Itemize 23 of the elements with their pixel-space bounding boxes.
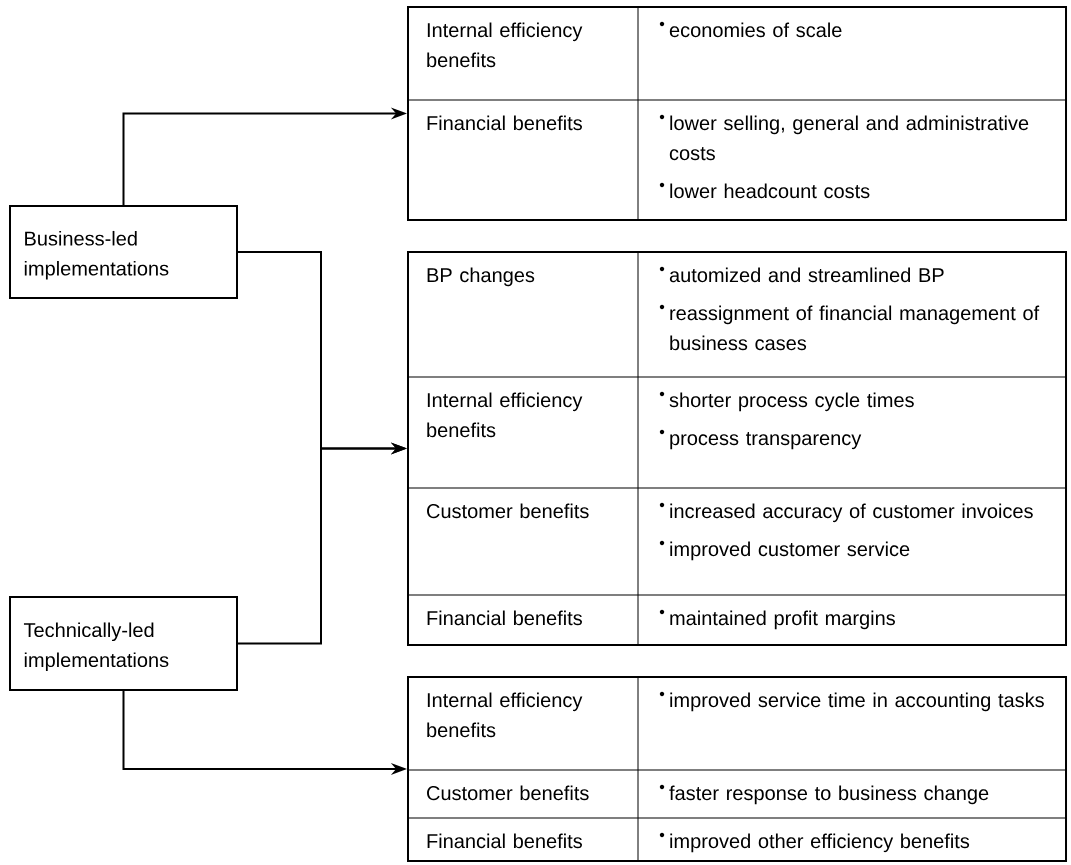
list-item: increased accuracy of customer invoices [659,502,1033,523]
implementation-box: Technically-led implementations [9,596,238,691]
list-item: economies of scale [659,21,842,38]
list-item: automized and streamlined BP [659,266,944,283]
row-heading: Customer benefits [427,785,589,801]
list-item: improved other efficiency benefits [659,832,970,853]
row-heading: Internal efficiency benefits [427,692,583,738]
list-item: shorter process cycle times [659,391,914,412]
row-heading: Internal efficiency benefits [427,22,583,68]
list-item: improved customer service [659,540,910,561]
list-item: process transparency [659,429,862,450]
row-heading: Financial benefits [427,610,582,626]
row-heading: Financial benefits [427,115,582,131]
row-heading: BP changes [427,267,535,287]
list-item: lower headcount costs [659,182,870,199]
list-item: reassignment of financial management of business cases [659,304,1040,351]
row-heading: Customer benefits [427,503,589,519]
list-item: improved service time in accounting tasks [659,691,1044,712]
list-item: faster response to business change [659,784,989,805]
row-heading: Internal efficiency benefits [427,392,583,438]
row-heading: Financial benefits [427,833,582,849]
list-item: maintained profit margins [659,609,895,630]
implementation-box: Business-led implementations [9,205,238,299]
